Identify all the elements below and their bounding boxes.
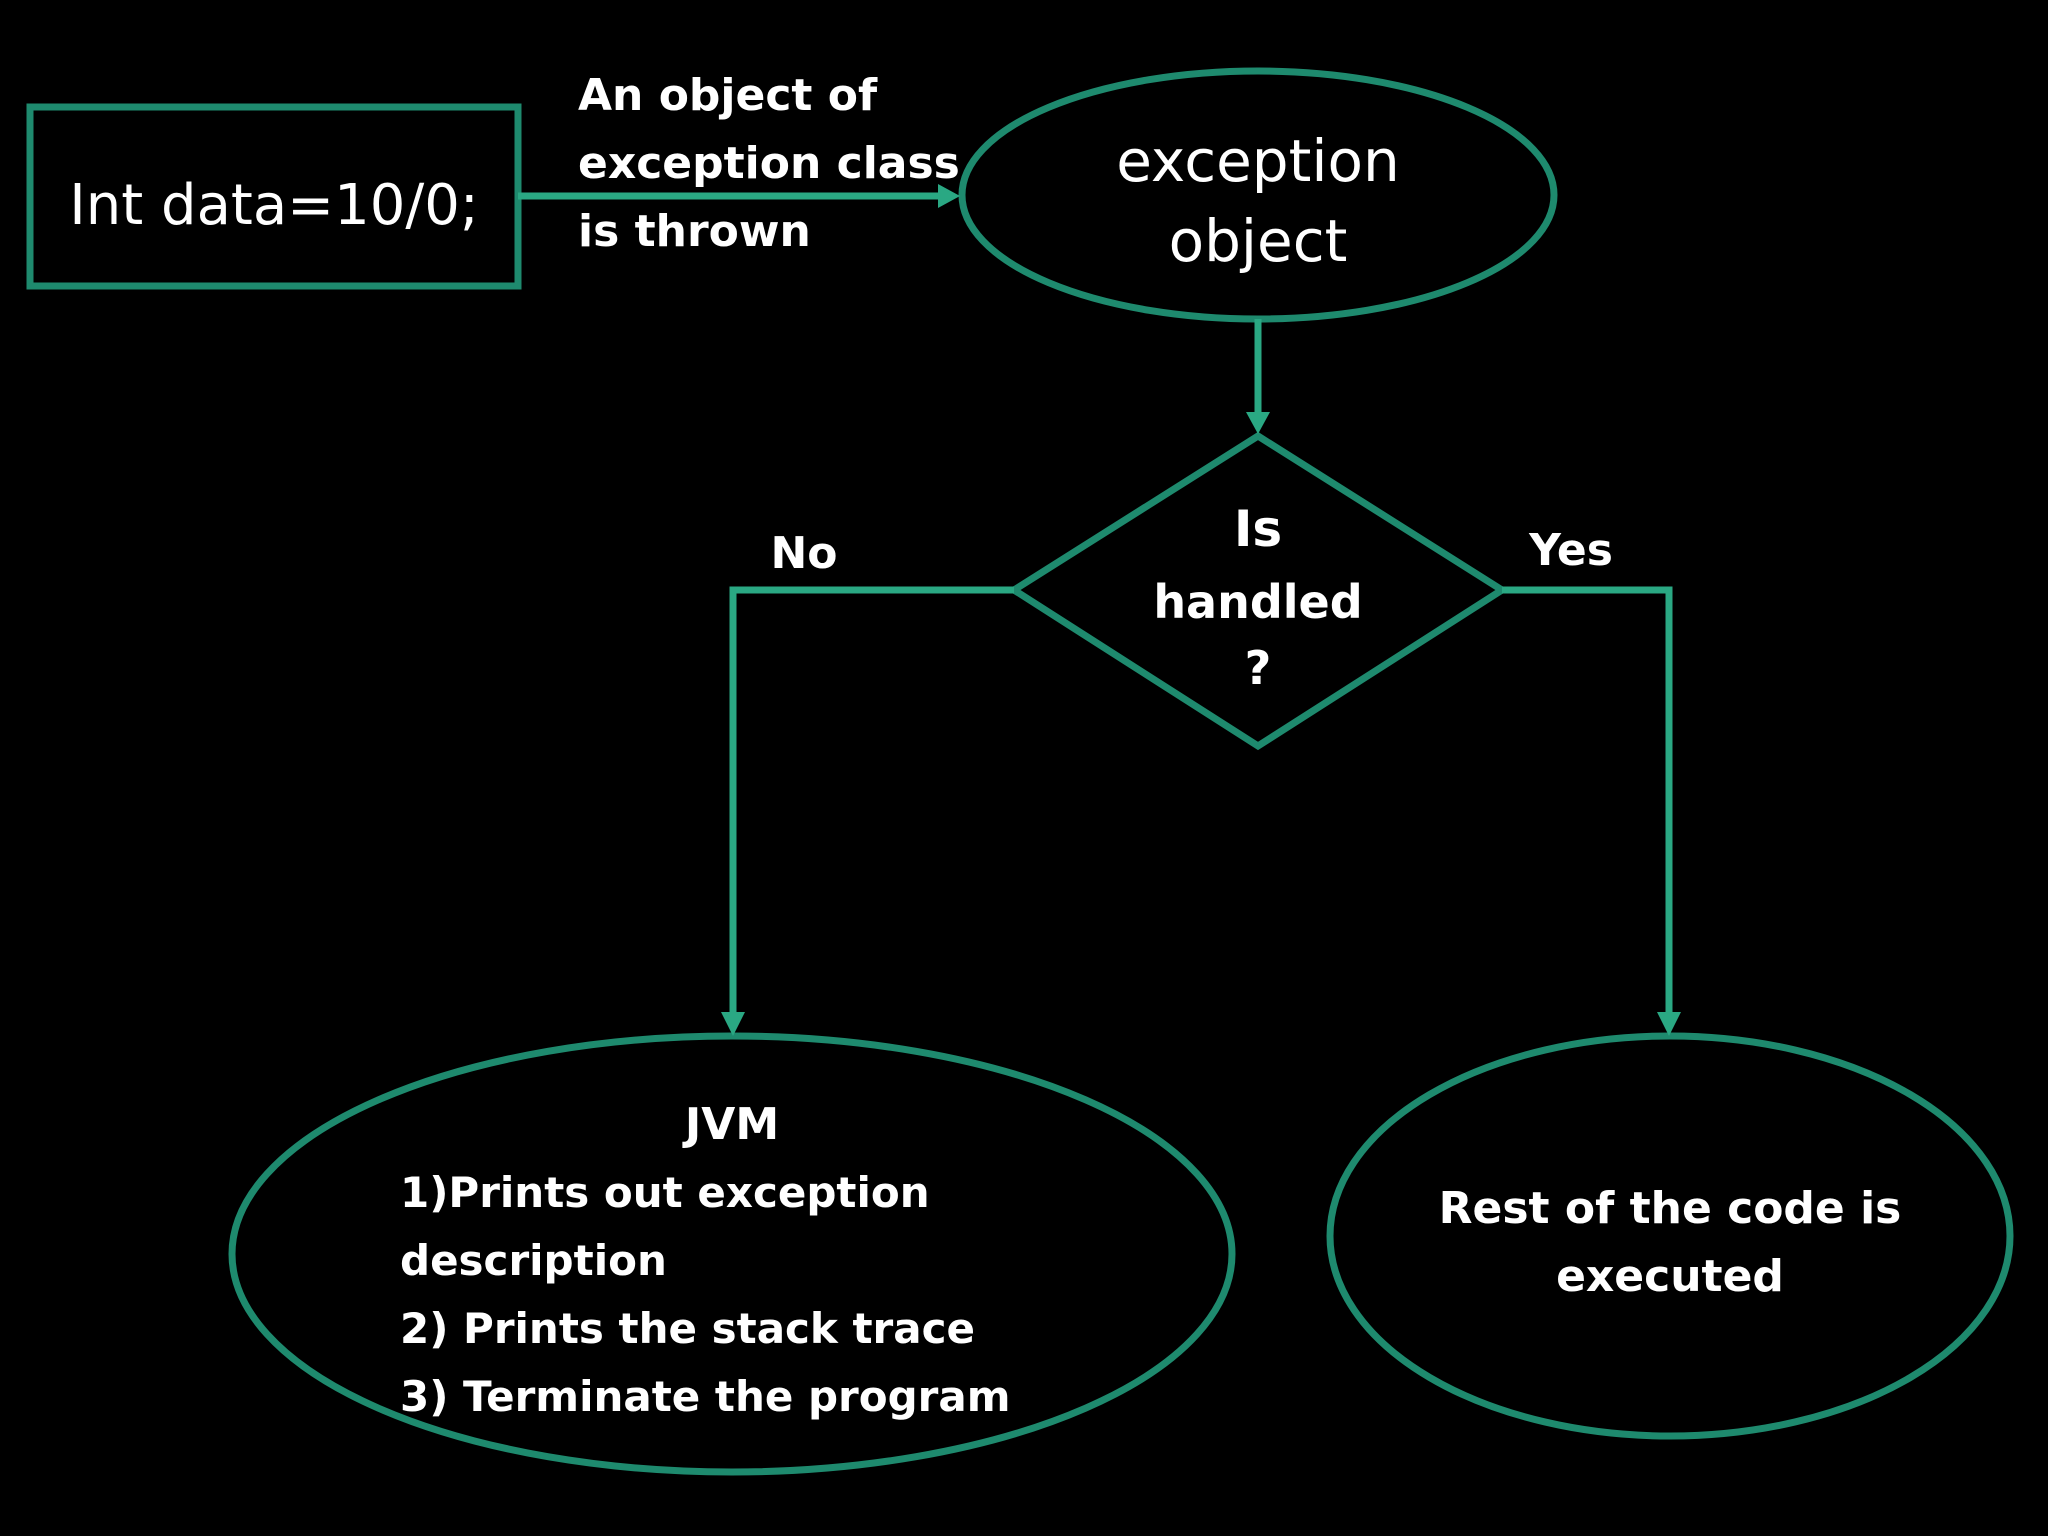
exception-object-line-2: object	[1169, 207, 1348, 275]
decision-line-3: ?	[1245, 641, 1272, 695]
jvm-line-3: 2) Prints the stack trace	[400, 1304, 975, 1353]
decision-line-1: Is	[1234, 500, 1282, 558]
yes-branch-line	[1502, 586, 1673, 1014]
jvm-line-2: description	[400, 1236, 667, 1285]
exception-object-line-1: exception	[1116, 127, 1399, 195]
statement-text: Int data=10/0;	[69, 173, 478, 238]
throw-label-line-3: is thrown	[578, 206, 811, 257]
rest-line-2: executed	[1556, 1251, 1784, 1302]
jvm-line-1: 1)Prints out exception	[400, 1168, 930, 1217]
rest-line-1: Rest of the code is	[1439, 1183, 1902, 1234]
jvm-line-4: 3) Terminate the program	[400, 1372, 1011, 1421]
jvm-ellipse	[228, 1032, 1236, 1476]
jvm-title: JVM	[682, 1099, 779, 1150]
decision-line-2: handled	[1153, 575, 1362, 629]
yes-branch-arrowhead	[1657, 1012, 1681, 1036]
no-branch-line	[729, 586, 1014, 1014]
throw-arrowhead	[938, 184, 960, 208]
yes-label: Yes	[1528, 525, 1613, 576]
decision-diamond	[1007, 431, 1509, 751]
no-branch-arrowhead	[721, 1012, 745, 1036]
object-to-decision-arrowhead	[1246, 412, 1270, 434]
rest-ellipse	[1326, 1032, 2014, 1440]
no-label: No	[770, 528, 837, 579]
throw-label-line-2: exception class	[578, 138, 960, 189]
exception-object-ellipse	[958, 67, 1558, 323]
throw-label-line-1: An object of	[578, 70, 878, 121]
